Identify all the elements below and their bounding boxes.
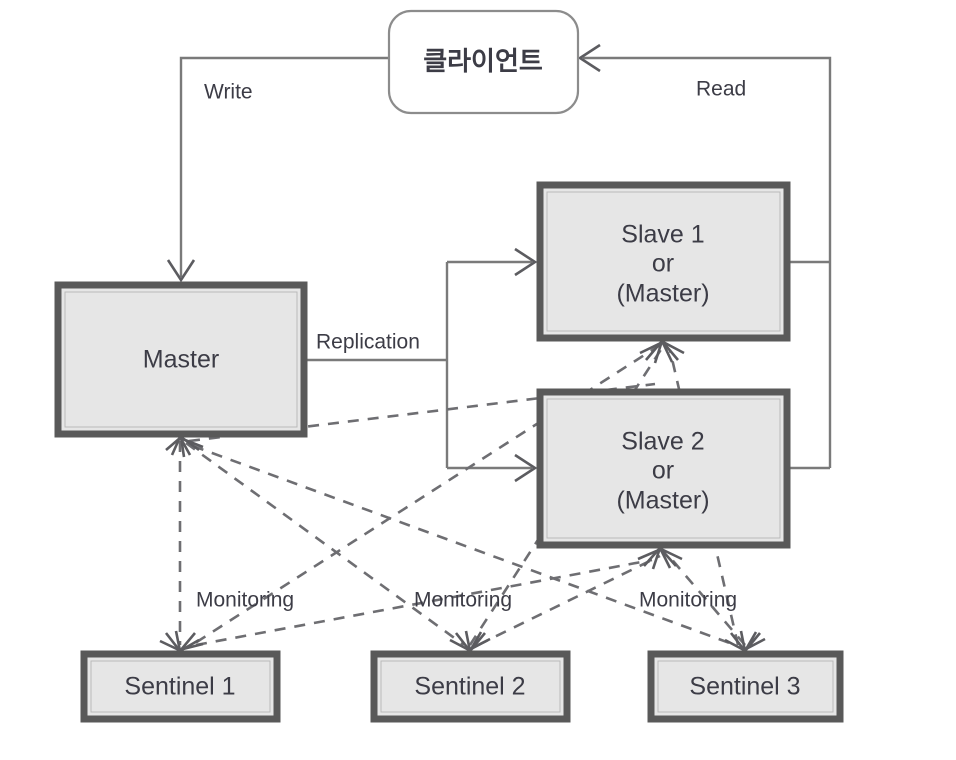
monitor-arrow-slave1-c bbox=[639, 340, 685, 355]
slave2-label-line2: or bbox=[652, 457, 674, 485]
client-box-shape bbox=[387, 9, 580, 115]
monitor-s3-master bbox=[192, 444, 736, 647]
monitor-arrow-sentinel3-c bbox=[724, 637, 766, 652]
node-slave1[interactable]: Slave 1 or (Master) bbox=[536, 181, 791, 342]
master-box-inner bbox=[64, 291, 298, 428]
monitor-s2-master bbox=[185, 441, 465, 647]
sentinel2-box-inner bbox=[380, 660, 561, 713]
slave1-label-line3: (Master) bbox=[616, 280, 709, 308]
client-label: 클라이언트 bbox=[423, 46, 543, 76]
node-client[interactable]: 클라이언트 bbox=[387, 9, 580, 115]
read-label: Read bbox=[696, 78, 746, 101]
slave2-box-inner bbox=[546, 398, 781, 539]
replication-arrow-slave2 bbox=[514, 453, 538, 483]
slave2-label-line1: Slave 2 bbox=[621, 428, 704, 456]
monitor-arrow-sentinel1-c bbox=[159, 639, 204, 652]
edge-write bbox=[166, 56, 388, 283]
slave1-label-line1: Slave 1 bbox=[621, 221, 704, 249]
edge-replication bbox=[307, 247, 538, 483]
monitor-arrow-sentinel2-c bbox=[449, 637, 491, 652]
replication-arrow-slave1 bbox=[514, 247, 538, 277]
monitor-s1-slave2 bbox=[195, 558, 653, 647]
node-sentinel2[interactable]: Sentinel 2 bbox=[370, 650, 571, 723]
node-master[interactable]: Master bbox=[54, 281, 308, 438]
slave1-label-line2: or bbox=[652, 250, 674, 278]
monitor-arrow-slave2-c bbox=[637, 547, 683, 561]
write-arrow-head bbox=[166, 259, 196, 283]
monitoring-label-2: Monitoring bbox=[414, 589, 512, 612]
monitor-arrow-master-c bbox=[165, 436, 204, 451]
node-sentinel3[interactable]: Sentinel 3 bbox=[647, 650, 844, 723]
write-label: Write bbox=[204, 81, 253, 104]
sentinel3-label: Sentinel 3 bbox=[689, 673, 800, 701]
sentinel2-label: Sentinel 2 bbox=[414, 673, 525, 701]
slave2-label-line3: (Master) bbox=[616, 487, 709, 515]
write-line bbox=[179, 56, 388, 277]
master-label: Master bbox=[143, 346, 219, 374]
sentinel1-label: Sentinel 1 bbox=[124, 673, 235, 701]
replication-label: Replication bbox=[316, 331, 420, 354]
monitor-slave1-s1 bbox=[191, 343, 661, 647]
node-sentinel1[interactable]: Sentinel 1 bbox=[80, 650, 281, 723]
read-line bbox=[583, 56, 832, 468]
sentinel3-box-inner bbox=[657, 660, 834, 713]
edge-read bbox=[577, 43, 832, 470]
node-slave2[interactable]: Slave 2 or (Master) bbox=[536, 388, 791, 549]
sentinel1-box-inner bbox=[90, 660, 271, 713]
monitoring-label-3: Monitoring bbox=[639, 589, 737, 612]
monitor-s3-slave1 bbox=[668, 349, 740, 646]
read-arrow-head bbox=[577, 43, 601, 73]
monitoring-label-1: Monitoring bbox=[196, 589, 294, 612]
monitor-s2-slave2 bbox=[477, 554, 661, 647]
slave1-box-inner bbox=[546, 191, 781, 332]
